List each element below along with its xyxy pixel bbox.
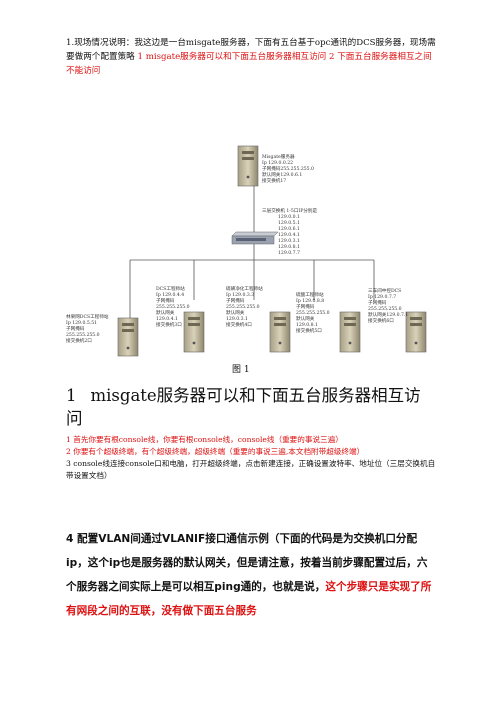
switch-label-5: 129.0.3.1 [278,238,300,244]
server-0-label-2: 子网掩码 [66,325,85,332]
misgate-label-0: Misgate服务器 [262,153,295,160]
network-diagram: Misgate服务器 Ip 129.0.0.22 子网掩码255.255.255… [66,145,427,357]
policy-1: 1 misgate服务器可以和下面五台服务器相互访问 [137,52,327,62]
server-4-label-5: 接交换机6口 [368,317,394,324]
server-4-label-1: Ip 129.0.7.7 [368,294,396,300]
server-0-label-1: Ip 129.0.5.51 [66,320,97,326]
server-4-label-2: 子网掩码 [368,299,387,306]
server-2-label-5: 129.0.3.1 [226,316,248,322]
server-3-label-2: 子网掩码 [296,303,315,310]
switch-label-0: 三层交换机 1-5口IP分别是 [262,207,318,214]
steps-block: 1 首先你要有根console线，你要有根console线，console线（重… [66,434,438,482]
step-3: 3 console线连接console口和电脑，打开超级终端，点击新建连接，正确… [66,459,436,480]
server-0-label-3: 255.255.255.0 [66,332,100,338]
server-2-label-6: 接交换机4口 [226,321,252,328]
server-3-label-4: 默认网关 [296,315,315,322]
misgate-label-4: 接交换机17 [262,177,286,184]
server-icon [405,311,427,353]
server-3-label-0: 硫酸工程师站 [296,291,324,298]
server-2-label-3: 255.255.255.0 [226,304,260,310]
misgate-label-1: Ip 129.0.0.22 [262,160,293,166]
server-3-label-3: 255.255.255.0 [296,310,330,316]
step-2: 2 你要有个超级终端，有个超级终端，超级终端（重要的事说三遍,本文档附带超级终端… [66,447,365,456]
server-4-label-4: 默认网关129.0.7.1 [368,311,408,318]
server-1-label-0: DCS工程师站 [156,285,185,292]
switch-label-4: 129.0.4.1 [278,232,300,238]
policy-2: 2 下面五台服务器相互之间不能访问 [66,52,432,76]
switch-label-3: 129.0.6.1 [278,226,300,232]
section-4-text: 4 配置VLAN间通过VLANIF接口通信示例（下面的代码是为交换机口分配ip，… [66,533,428,593]
step-1: 1 首先你要有根console线，你要有根console线，console线（重… [66,435,343,444]
server-0-label-0: 林果网DCS工程师站 [66,313,109,320]
misgate-label-2: 子网掩码255.255.255.0 [262,165,314,172]
misgate-label-3: 默认网关129.0.6.1 [262,171,302,178]
server-4-label-3: 255.255.255.0 [368,306,402,312]
section-number: 1 [66,386,77,405]
server-2-label-1: Ip 129.0.3.3 [226,292,254,298]
switch-label-2: 129.0.5.1 [278,220,300,226]
server-2-label-0: 硫磺净化工程师站 [226,285,263,292]
server-1-label-3: 255.255.255.0 [156,304,190,310]
intro-paragraph: 1.现场情况说明：我这边是一台misgate服务器，下面有五台基于opc通讯的D… [66,36,436,78]
server-1-label-1: Ip 129.0.4.4 [156,292,184,298]
server-4-label-0: 三车间中控DCS [368,287,401,294]
misgate-server-icon [237,145,259,187]
server-icon [339,311,361,353]
server-1-label-5: 129.0.4.1 [156,316,178,322]
server-1-label-2: 子网掩码 [156,297,175,304]
section-4-red-text: 这个步骤只是实现了所有网段之间的互联，没有做下面五台服务 [66,581,432,617]
figure-caption: 图 1 [232,365,250,375]
switch-label-1: 129.0.0.1 [278,214,300,220]
section-title: misgate服务器可以和下面五台服务器相互访问 [66,386,421,428]
server-3-label-5: 129.0.8.1 [296,322,318,328]
server-1-label-4: 默认网关 [156,309,175,316]
server-3-label-1: Ip 129.0.8.8 [296,298,324,304]
server-icon [269,311,291,353]
section-4-paragraph: 4 配置VLAN间通过VLANIF接口通信示例（下面的代码是为交换机口分配ip，… [66,527,438,623]
switch-label-7: 129.0.7.7 [278,250,300,256]
connection-lines [129,186,375,318]
server-2-label-2: 子网掩码 [226,297,245,304]
layer3-switch-icon [231,231,279,245]
server-icon [117,317,139,357]
server-1-label-6: 接交换机3口 [156,321,182,328]
server-3-label-6: 接交换机5口 [296,327,322,334]
server-icon [183,311,205,353]
server-2-label-4: 默认网关 [226,309,245,316]
server-0-label-4: 接交换机2口 [66,337,92,344]
intro-text: 1.现场情况说明：我这边是一台misgate服务器，下面有五台基于opc通讯的D… [66,38,436,62]
switch-label-6: 129.0.8.1 [278,244,300,250]
